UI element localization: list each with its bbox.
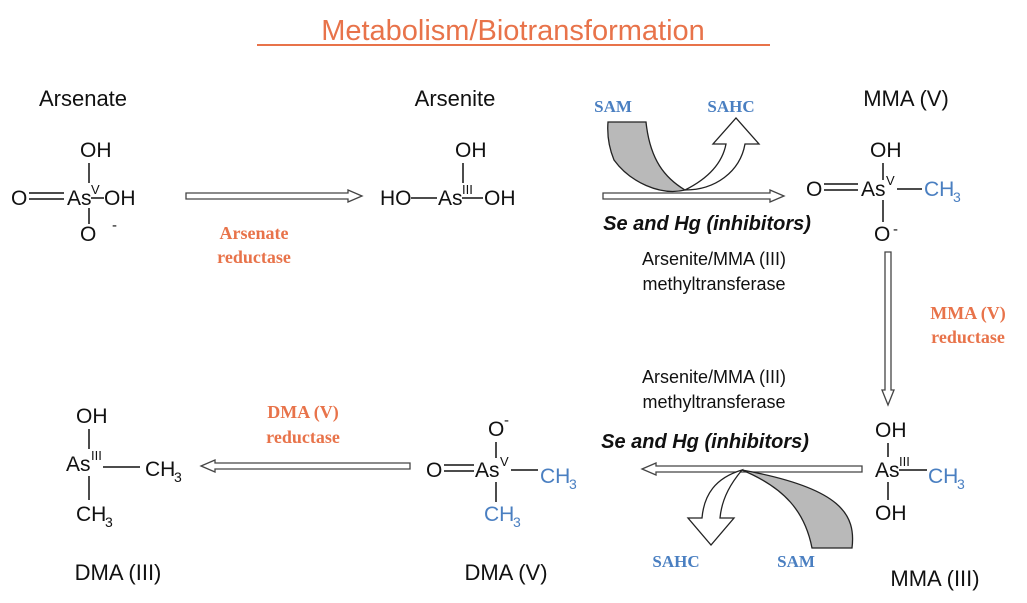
mma-v-methyl: CH	[924, 178, 954, 201]
inhibitors-bottom: Se and Hg (inhibitors)	[601, 431, 809, 453]
arsenate-bottom-o: O	[80, 223, 96, 246]
dma-v-reductase-line2: reductase	[266, 427, 340, 447]
dma-iii-ox-state: III	[91, 448, 102, 463]
arsenite-top-oh: OH	[455, 139, 487, 162]
dma-iii-as: As	[66, 453, 91, 476]
inhibitors-top: Se and Hg (inhibitors)	[603, 213, 811, 235]
arrow-arsenite-to-mma-v	[602, 189, 786, 203]
mma-iii-ox-state: III	[899, 454, 910, 469]
mma-v-left-o: O	[806, 178, 822, 201]
dma-v-methyl-right: CH	[540, 465, 570, 488]
arsenate-as: As	[67, 187, 92, 210]
arsenite-label: Arsenite	[415, 86, 496, 111]
mma-v-as: As	[861, 178, 886, 201]
dma-v-methyl-right-sub: 3	[569, 476, 577, 492]
arsenate-label: Arsenate	[39, 86, 127, 111]
arsenite-left-ho: HO	[380, 187, 412, 210]
sahc-bottom-label: SAHC	[652, 552, 699, 571]
arsenite-right-oh: OH	[484, 187, 516, 210]
dma-v-top-o: O	[488, 418, 504, 441]
dma-v-charge: -	[504, 412, 509, 429]
methyltransferase-bottom-line2: methyltransferase	[642, 392, 785, 412]
mma-v-label: MMA (V)	[863, 86, 949, 111]
dma-iii-methyl-bottom: CH	[76, 503, 106, 526]
mma-v-bottom-o: O	[874, 223, 890, 246]
sam-top-curved-arrow	[607, 121, 687, 192]
mma-v-charge: -	[893, 221, 898, 238]
arrow-mma-iii-to-dma-v	[640, 462, 863, 476]
page-title: Metabolism/Biotransformation	[321, 15, 705, 47]
arsenate-left-o: O	[11, 187, 27, 210]
dma-v-as: As	[475, 459, 500, 482]
dma-v-ox-state: V	[500, 454, 509, 469]
dma-v-methyl-bottom: CH	[484, 503, 514, 526]
arsenate-top-oh: OH	[80, 139, 112, 162]
dma-iii-methyl-right: CH	[145, 458, 175, 481]
arrow-mma-v-to-mma-iii	[881, 251, 895, 407]
mma-v-top-oh: OH	[870, 139, 902, 162]
mma-iii-methyl: CH	[928, 465, 958, 488]
mma-iii-label: MMA (III)	[890, 566, 979, 591]
arsenate-right-oh: OH	[104, 187, 136, 210]
sam-top-label: SAM	[594, 97, 632, 116]
dma-v-left-o: O	[426, 459, 442, 482]
mma-v-reductase-line1: MMA (V)	[930, 303, 1005, 324]
mma-v-methyl-sub: 3	[953, 189, 961, 205]
arsenite-as: As	[438, 187, 463, 210]
methyltransferase-top-line1: Arsenite/MMA (III)	[642, 249, 786, 269]
arsenate-reductase-line2: reductase	[217, 247, 291, 267]
mma-v-reductase-line2: reductase	[931, 327, 1005, 347]
sahc-top-label: SAHC	[707, 97, 754, 116]
dma-iii-methyl-bottom-sub: 3	[105, 514, 113, 530]
dma-iii-label: DMA (III)	[75, 560, 162, 585]
dma-v-reductase-line1: DMA (V)	[267, 402, 338, 423]
mma-iii-bottom-oh: OH	[875, 502, 907, 525]
arsenate-charge: -	[112, 217, 117, 234]
arrow-arsenate-to-arsenite	[185, 189, 364, 203]
arsenate-ox-state: V	[91, 182, 100, 197]
mma-iii-methyl-sub: 3	[957, 476, 965, 492]
sahc-bottom-curved-arrow	[686, 468, 744, 547]
arrow-dma-v-to-dma-iii	[199, 459, 411, 473]
mma-iii-top-oh: OH	[875, 419, 907, 442]
arsenite-ox-state: III	[462, 182, 473, 197]
dma-iii-top-oh: OH	[76, 405, 108, 428]
arsenate-reductase-line1: Arsenate	[220, 223, 289, 243]
sam-bottom-label: SAM	[777, 552, 815, 571]
methyltransferase-top-line2: methyltransferase	[642, 274, 785, 294]
sam-bottom-curved-arrow	[741, 469, 854, 549]
mma-v-ox-state: V	[886, 173, 895, 188]
methyltransferase-bottom-line1: Arsenite/MMA (III)	[642, 367, 786, 387]
dma-iii-methyl-right-sub: 3	[174, 469, 182, 485]
sahc-top-curved-arrow	[684, 117, 761, 191]
dma-v-methyl-bottom-sub: 3	[513, 514, 521, 530]
dma-v-label: DMA (V)	[464, 560, 547, 585]
mma-iii-as: As	[875, 459, 900, 482]
